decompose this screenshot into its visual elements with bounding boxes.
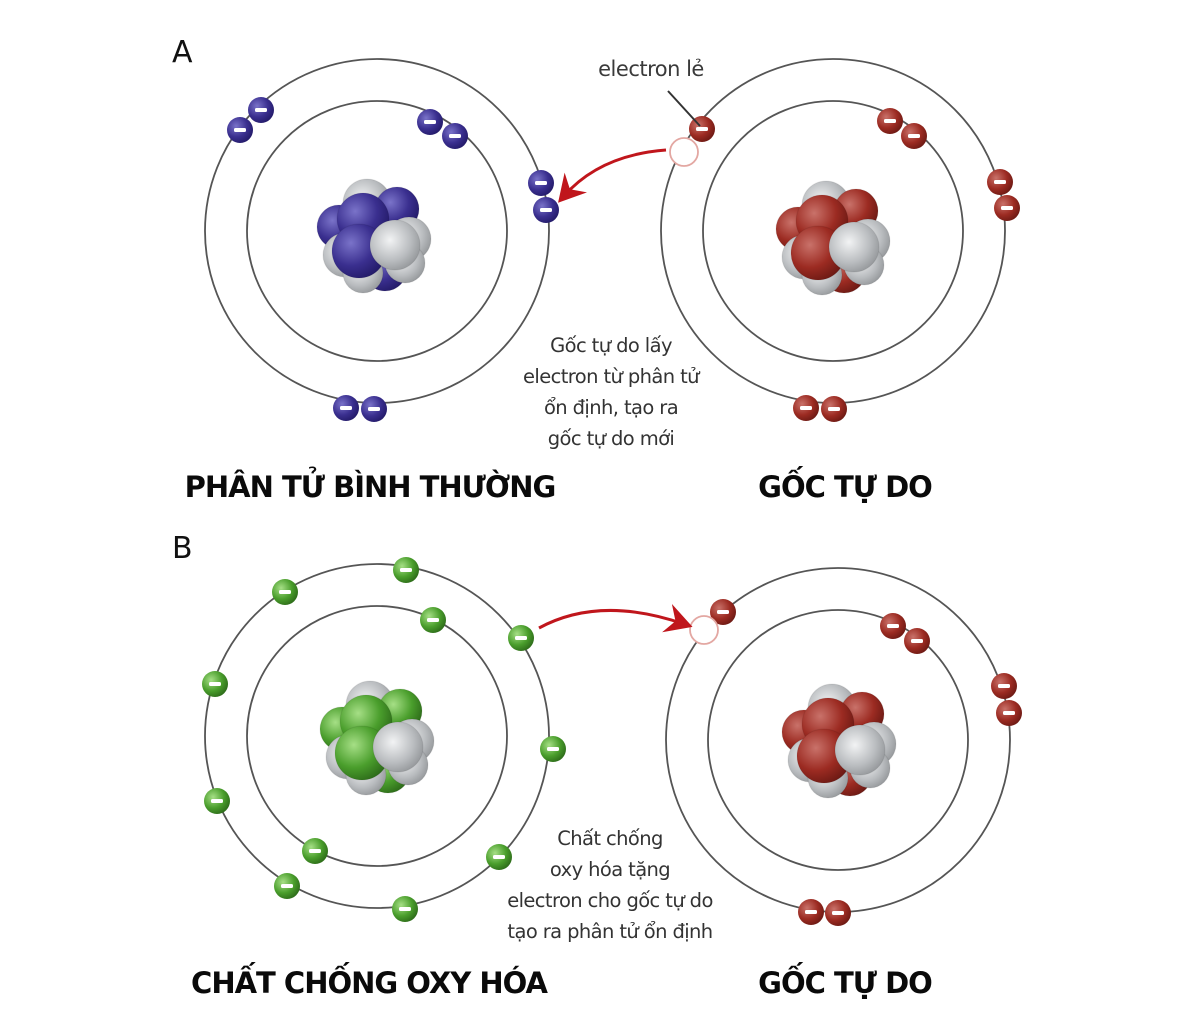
atom-antioxidant (202, 557, 566, 922)
electron-icon (689, 116, 715, 142)
electron-group (710, 599, 1022, 926)
title-antioxidant: CHẤT CHỐNG OXY HÓA (191, 962, 548, 1000)
callout-line (667, 90, 701, 127)
caption-a: Gốc tự do lấy electron từ phân tử ổn địn… (523, 334, 702, 450)
electron-icon (442, 123, 468, 149)
electron-group (202, 557, 566, 922)
caption-line: Chất chống (557, 827, 663, 850)
electron-icon (393, 557, 419, 583)
electron-icon (798, 899, 824, 925)
electron-icon (248, 97, 274, 123)
atom-free-radical-a (660, 58, 1020, 422)
missing-electron-icon (689, 615, 719, 645)
caption-line: electron từ phân tử (523, 365, 701, 388)
atom-normal-molecule (204, 58, 559, 422)
electron-icon (825, 900, 851, 926)
electron-icon (991, 673, 1017, 699)
panel-letter-a: A (172, 35, 193, 70)
electron-icon (877, 108, 903, 134)
nucleus-icon (775, 180, 891, 296)
electron-icon (880, 613, 906, 639)
nucleus-icon (319, 680, 435, 796)
electron-icon (227, 117, 253, 143)
atom-free-radical-b (665, 567, 1022, 926)
panel-a: A electron lẻ Gốc tự do lấy electron từ … (172, 35, 1020, 504)
electron-icon (392, 896, 418, 922)
caption-line: oxy hóa tặng (550, 858, 670, 881)
caption-line: electron cho gốc tự do (507, 889, 713, 912)
electron-icon (987, 169, 1013, 195)
electron-icon (417, 109, 443, 135)
title-free-radical-a: GỐC TỰ DO (758, 466, 932, 504)
caption-line: Gốc tự do lấy (550, 334, 672, 357)
inner-orbit (707, 609, 969, 871)
arrow-icon (558, 148, 667, 203)
caption-line: gốc tự do mới (548, 427, 674, 450)
electron-icon (528, 170, 554, 196)
callout-odd-electron: electron lẻ (598, 57, 704, 81)
caption-line: ổn định, tạo ra (544, 396, 678, 419)
electron-icon (274, 873, 300, 899)
panel-b: B Chất chống oxy hóa tặng electron cho g… (172, 531, 1022, 1000)
nucleus-icon (316, 178, 432, 294)
electron-icon (821, 396, 847, 422)
electron-icon (486, 844, 512, 870)
electron-icon (904, 628, 930, 654)
electron-icon (901, 123, 927, 149)
nucleus-icon (781, 683, 897, 799)
electron-icon (793, 395, 819, 421)
electron-group (227, 97, 559, 422)
missing-electron-icon (669, 137, 699, 167)
electron-icon (333, 395, 359, 421)
electron-icon (361, 396, 387, 422)
electron-icon (508, 625, 534, 651)
electron-icon (204, 788, 230, 814)
electron-icon (272, 579, 298, 605)
arrow-icon (538, 603, 693, 633)
electron-icon (302, 838, 328, 864)
inner-orbit (246, 605, 508, 867)
title-normal-molecule: PHÂN TỬ BÌNH THƯỜNG (185, 466, 556, 504)
electron-icon (540, 736, 566, 762)
electron-icon (533, 197, 559, 223)
panel-letter-b: B (172, 531, 193, 566)
caption-b: Chất chống oxy hóa tặng electron cho gốc… (507, 827, 713, 943)
inner-orbit (246, 100, 508, 362)
electron-icon (202, 671, 228, 697)
inner-orbit (702, 100, 964, 362)
outer-orbit (204, 563, 550, 909)
title-free-radical-b: GỐC TỰ DO (758, 962, 932, 1000)
electron-icon (996, 700, 1022, 726)
caption-line: tạo ra phân tử ổn định (507, 920, 712, 943)
electron-icon (420, 607, 446, 633)
electron-group (689, 108, 1020, 422)
electron-icon (994, 195, 1020, 221)
electron-icon (710, 599, 736, 625)
